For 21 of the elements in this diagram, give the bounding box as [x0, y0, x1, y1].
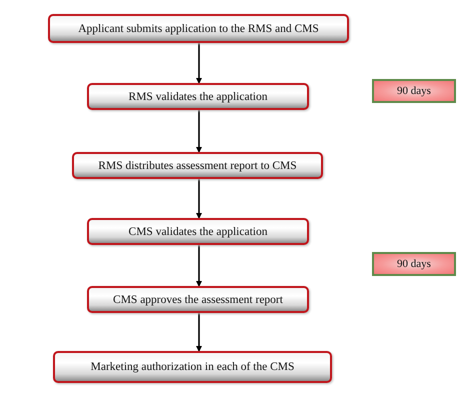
process-box: [87, 83, 309, 110]
box-text: RMS distributes assessment report to CMS: [98, 160, 297, 172]
duration-box: [372, 252, 456, 276]
process-box: [87, 286, 309, 313]
box-text: Marketing authorization in each of the CMS: [90, 361, 294, 373]
arrow: [196, 110, 202, 153]
box-text: CMS approves the assessment report: [113, 294, 283, 306]
process-box: [87, 218, 309, 245]
box-text: 90 days: [397, 258, 431, 270]
box-text: RMS validates the application: [128, 90, 268, 102]
arrow: [196, 179, 202, 219]
process-box: [48, 14, 349, 43]
process-box: [72, 152, 323, 179]
arrow: [196, 43, 202, 84]
duration-box: [372, 79, 456, 103]
box-text: 90 days: [397, 85, 431, 97]
arrow: [196, 313, 202, 352]
box-text: Applicant submits application to the RMS and CMS: [78, 22, 319, 34]
box-text: CMS validates the application: [128, 226, 268, 238]
process-box: [53, 351, 332, 383]
arrow: [196, 245, 202, 287]
